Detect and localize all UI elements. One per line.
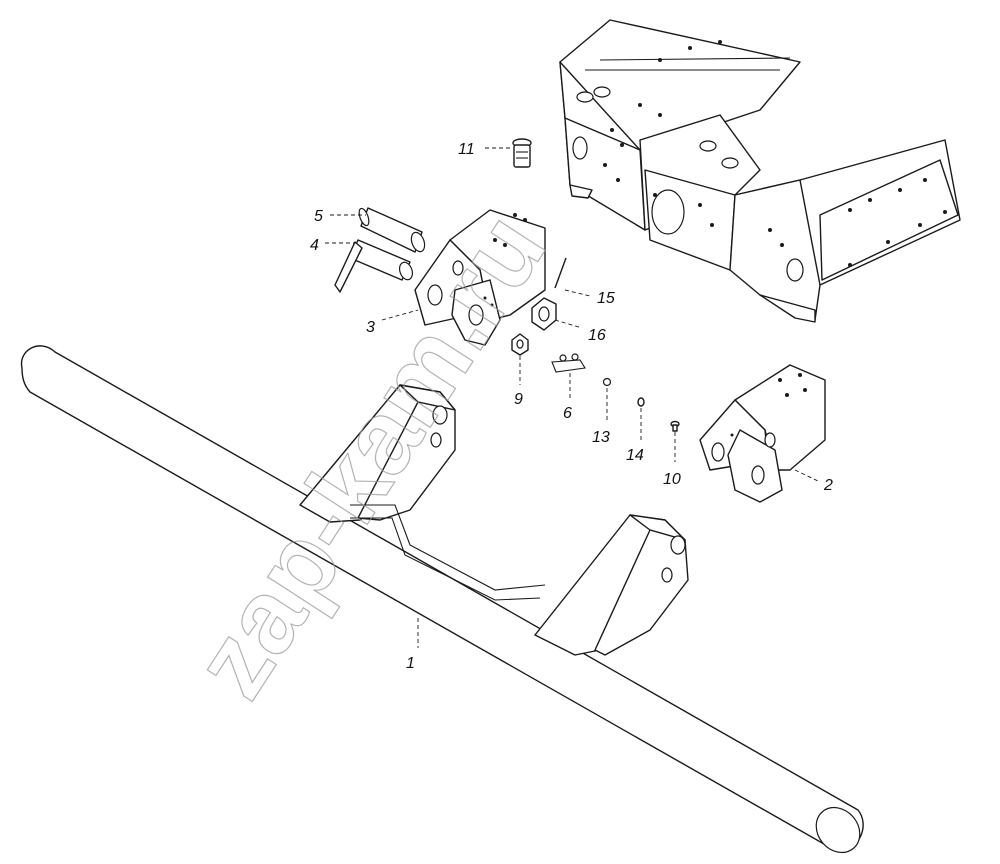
part-4-pin-with-lever bbox=[334, 239, 414, 293]
part-2-bracket bbox=[699, 364, 826, 503]
callout-16: 16 bbox=[588, 327, 606, 344]
callout-4: 4 bbox=[310, 237, 319, 254]
part-15-pin bbox=[554, 257, 567, 289]
part-5-pin bbox=[358, 207, 426, 253]
part-11-bolt bbox=[512, 138, 532, 168]
leader-lines bbox=[325, 147, 821, 648]
callout-5: 5 bbox=[314, 208, 323, 225]
part-1-bumper-bar bbox=[20, 345, 864, 854]
callout-1: 1 bbox=[406, 655, 415, 672]
callout-14: 14 bbox=[626, 447, 644, 464]
callout-13: 13 bbox=[592, 429, 610, 446]
part-10-screw bbox=[670, 420, 680, 432]
callout-15: 15 bbox=[597, 290, 615, 307]
callout-9: 9 bbox=[514, 391, 523, 408]
callout-10: 10 bbox=[663, 471, 681, 488]
callout-2: 2 bbox=[823, 477, 833, 494]
part-14-washer bbox=[637, 397, 645, 407]
part-9-nut bbox=[511, 333, 529, 356]
part-13-washer bbox=[602, 377, 612, 387]
callout-labels: 1 2 3 4 5 6 9 10 11 13 14 15 16 bbox=[310, 141, 833, 672]
callout-6: 6 bbox=[563, 405, 572, 422]
part-6-clip bbox=[551, 353, 586, 373]
callout-11: 11 bbox=[458, 141, 475, 158]
part-3-bracket bbox=[414, 209, 546, 346]
frame-assembly bbox=[559, 19, 961, 323]
callout-3: 3 bbox=[366, 319, 375, 336]
